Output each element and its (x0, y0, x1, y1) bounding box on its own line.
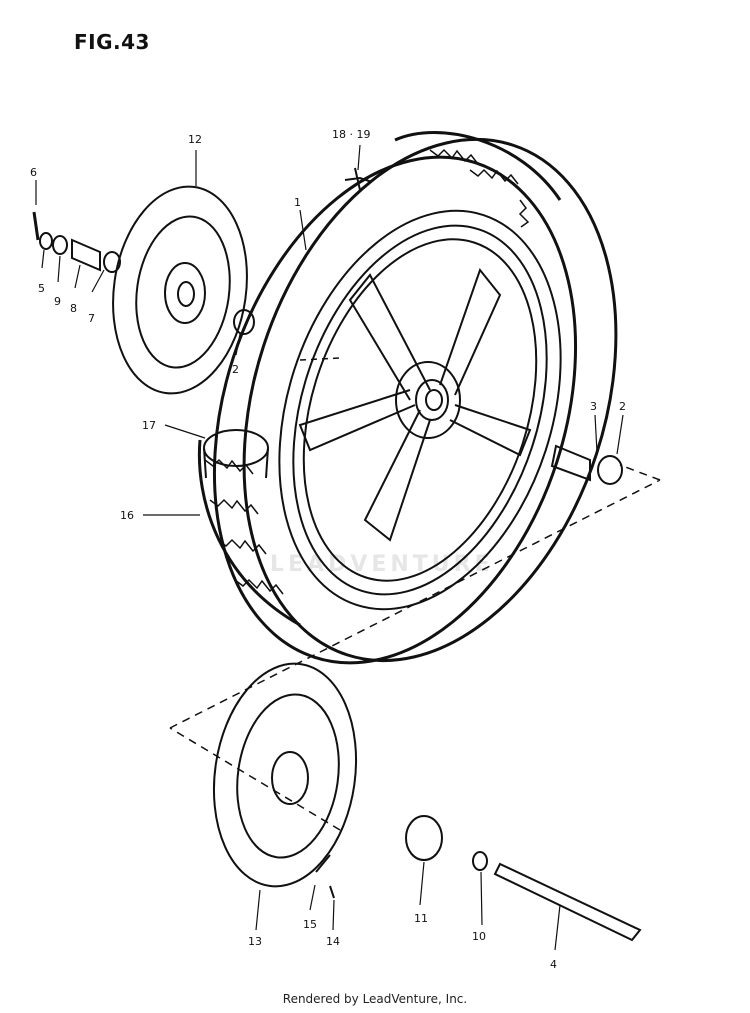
callout-17: 17 (142, 419, 156, 432)
brake-disc-upper (112, 185, 248, 395)
hub-fasteners-upper (32, 211, 121, 273)
valve (344, 167, 373, 191)
wheel-hub (395, 361, 461, 439)
figure-title: FIG.43 (74, 30, 150, 54)
callout-5: 5 (38, 282, 45, 295)
bearing-left (233, 309, 255, 335)
callout-15: 15 (303, 918, 317, 931)
leader-lines (35, 144, 624, 951)
callout-3: 3 (590, 400, 597, 413)
washer (472, 851, 488, 871)
axle (493, 862, 642, 942)
callout-10: 10 (472, 930, 486, 943)
callout-12: 12 (188, 133, 202, 146)
assembly-guide-dashes (169, 464, 661, 831)
callout-11: 11 (414, 912, 428, 925)
callout-1: 1 (294, 196, 301, 209)
callout-9: 9 (54, 295, 61, 308)
callout-2-left: 2 (232, 363, 239, 376)
tire (197, 131, 618, 665)
callout-14: 14 (326, 935, 340, 948)
wheel-spokes (298, 267, 532, 542)
callout-8: 8 (70, 302, 77, 315)
collar (405, 815, 443, 861)
disc-bolts (315, 854, 335, 899)
callout-6: 6 (30, 166, 37, 179)
callout-2-right: 2 (619, 400, 626, 413)
spacer-and-bearing-right (550, 444, 623, 485)
callout-13: 13 (248, 935, 262, 948)
callout-18-19: 18 · 19 (332, 128, 370, 141)
callout-7: 7 (88, 312, 95, 325)
brake-disc-lower (212, 662, 358, 888)
wheel-rim (278, 209, 562, 611)
tube-section (203, 429, 269, 467)
callout-4: 4 (550, 958, 557, 971)
footer-credit: Rendered by LeadVenture, Inc. (282, 992, 468, 1006)
callout-16: 16 (120, 509, 134, 522)
